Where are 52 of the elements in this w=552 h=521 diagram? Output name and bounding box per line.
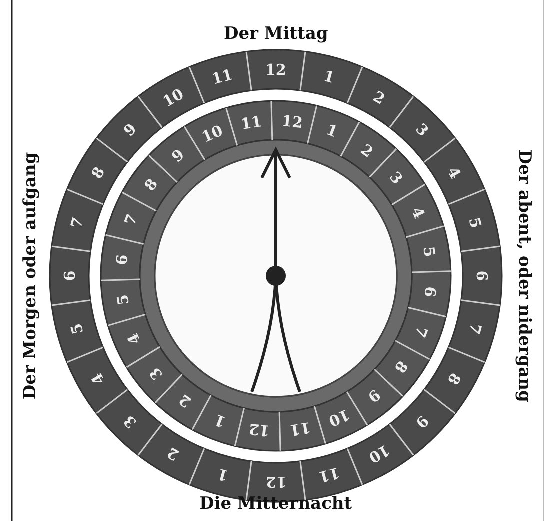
hour-numeral: 7 <box>412 324 430 340</box>
hour-numeral: 9 <box>364 386 383 406</box>
direction-caption: Die Mitternacht <box>200 494 352 514</box>
hour-numeral: 11 <box>288 420 312 439</box>
hour-numeral: 11 <box>210 66 235 88</box>
hour-numeral: 1 <box>324 122 340 141</box>
hour-numeral: 9 <box>121 120 140 140</box>
hour-numeral: 10 <box>200 122 226 146</box>
hour-numeral: 5 <box>420 245 438 258</box>
hour-numeral: 6 <box>474 270 490 282</box>
hour-numeral: 5 <box>114 294 132 307</box>
hour-numeral: 6 <box>62 270 78 282</box>
hour-numeral: 3 <box>146 364 166 383</box>
hour-numeral: 12 <box>266 62 286 78</box>
hour-numeral: 4 <box>408 204 428 221</box>
hour-numeral: 7 <box>122 212 141 228</box>
hour-numeral: 10 <box>326 406 352 430</box>
hour-numeral: 1 <box>322 68 337 86</box>
hour-numeral: 5 <box>68 322 86 336</box>
hour-numeral: 4 <box>88 370 108 388</box>
direction-caption: Der Morgen oder aufgang <box>20 152 40 400</box>
direction-caption: Der Mittag <box>224 24 328 44</box>
hour-numeral: 3 <box>412 120 432 140</box>
hour-numeral: 2 <box>358 141 376 160</box>
hour-numeral: 6 <box>114 254 131 266</box>
direction-caption: Der abent, oder nidergang <box>514 150 534 402</box>
hour-numeral: 10 <box>160 85 186 110</box>
hour-numeral: 5 <box>466 216 484 230</box>
hour-numeral: 11 <box>240 113 264 132</box>
hour-numeral: 1 <box>216 466 230 484</box>
hour-numeral: 7 <box>466 322 484 336</box>
hour-numeral: 4 <box>445 164 464 182</box>
hour-numeral: 2 <box>164 444 182 464</box>
hour-numeral: 3 <box>121 412 140 431</box>
hour-numeral: 10 <box>366 442 392 467</box>
hour-numeral: 9 <box>170 146 188 166</box>
hour-numeral: 12 <box>248 421 271 440</box>
hour-numeral: 8 <box>88 164 108 182</box>
hour-numeral: 4 <box>125 331 144 348</box>
hour-numeral: 2 <box>370 88 388 108</box>
hour-numeral: 12 <box>280 112 304 131</box>
hour-numeral: 8 <box>445 370 464 388</box>
hour-numeral: 8 <box>392 358 412 376</box>
hour-numeral: 2 <box>176 392 194 411</box>
hour-numeral: 3 <box>387 169 406 188</box>
hour-numeral: 12 <box>266 474 286 490</box>
hour-numeral: 8 <box>141 176 160 194</box>
hour-numeral: 11 <box>317 464 342 486</box>
hour-numeral: 1 <box>212 411 228 430</box>
hour-numeral: 7 <box>68 216 86 230</box>
hour-numeral: 6 <box>422 286 439 298</box>
hour-numeral: 9 <box>412 412 432 431</box>
